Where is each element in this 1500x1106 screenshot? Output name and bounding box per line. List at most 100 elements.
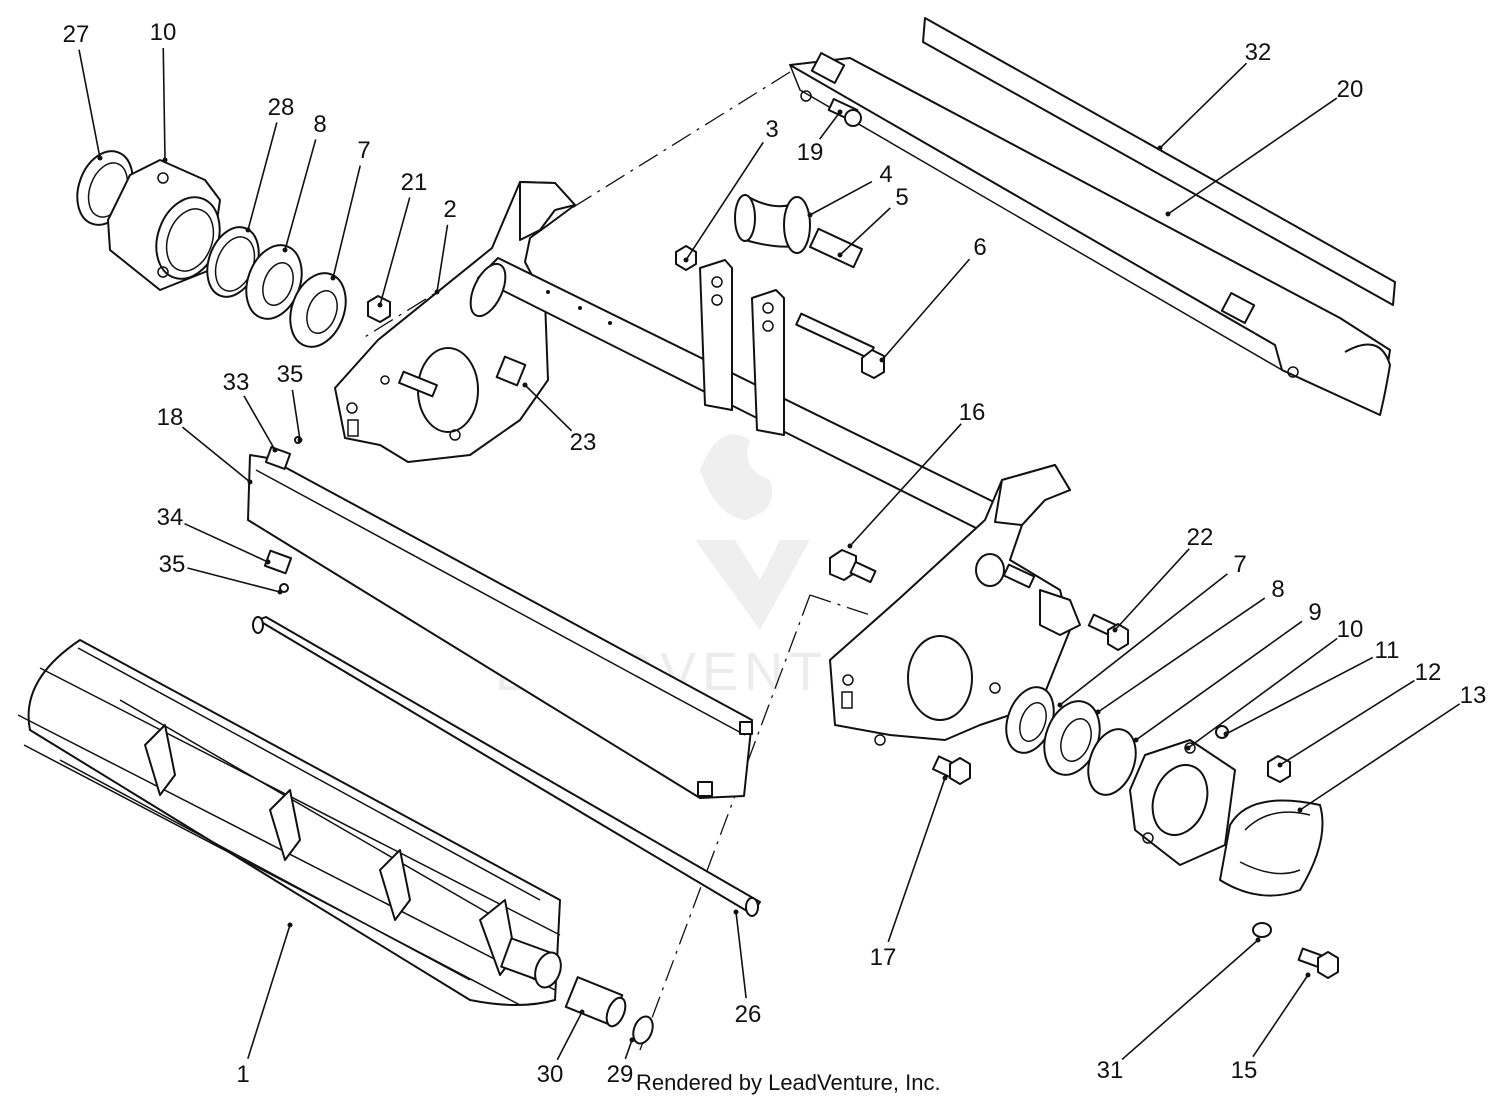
callout-number: 7 <box>1233 551 1246 578</box>
callout-26: 26 <box>733 909 762 1028</box>
callout-number: 29 <box>607 1061 634 1088</box>
leader-line <box>243 395 276 451</box>
callout-number: 8 <box>313 111 326 138</box>
callout-number: 28 <box>268 94 295 121</box>
part-7-seal-right <box>1005 686 1055 754</box>
leader-dot <box>272 447 278 453</box>
leader-line <box>1187 637 1338 749</box>
leader-dot <box>282 247 288 253</box>
leader-line <box>1159 62 1248 149</box>
callout-number: 9 <box>1308 599 1321 626</box>
callout-number: 31 <box>1097 1057 1124 1084</box>
leader-line <box>181 426 251 483</box>
callout-15: 15 <box>1231 972 1311 1084</box>
leader-dot <box>1305 972 1311 978</box>
callout-23: 23 <box>522 382 596 456</box>
height-brackets <box>699 259 785 436</box>
leader-line <box>1097 597 1266 713</box>
leader-line <box>291 389 301 441</box>
leader-dot <box>1112 627 1118 633</box>
callout-number: 34 <box>157 504 184 531</box>
callout-8: 8 <box>282 111 327 253</box>
part-2-left-side-plate <box>334 181 576 463</box>
callout-32: 32 <box>1157 39 1271 151</box>
leader-line <box>162 47 166 161</box>
leader-line <box>184 522 269 563</box>
leader-line <box>1059 573 1228 706</box>
leader-line <box>524 384 573 432</box>
leader-dot <box>579 1009 585 1015</box>
leader-dot <box>879 357 885 363</box>
leader-dot <box>629 1037 635 1043</box>
leader-line <box>1252 974 1309 1058</box>
leader-dot <box>1255 937 1261 943</box>
part-7-seal-left <box>289 272 347 348</box>
callout-number: 22 <box>1187 524 1214 551</box>
callout-number: 10 <box>1337 616 1364 643</box>
callout-number: 18 <box>157 404 184 431</box>
callout-number: 35 <box>277 361 304 388</box>
leader-line <box>379 197 411 306</box>
leader-line <box>1114 548 1190 631</box>
callout-30: 30 <box>537 1009 585 1088</box>
part-22-bolt <box>1087 613 1129 651</box>
leader-dot <box>97 155 103 161</box>
callout-number: 16 <box>959 399 986 426</box>
callout-35: 35 <box>277 361 304 443</box>
callout-12: 12 <box>1277 659 1442 768</box>
leader-dot <box>265 559 271 565</box>
leader-line <box>247 122 278 231</box>
callout-number: 6 <box>973 234 986 261</box>
part-32-bedbar-strip <box>922 17 1396 306</box>
part-9-ring <box>1087 728 1137 796</box>
leader-dot <box>245 227 251 233</box>
callout-5: 5 <box>837 184 909 258</box>
callout-number: 26 <box>735 1001 762 1028</box>
callout-number: 5 <box>895 184 908 211</box>
callout-number: 7 <box>357 137 370 164</box>
callout-8: 8 <box>1095 576 1285 715</box>
part-30-sleeve <box>564 976 627 1028</box>
rendered-by-credit: Rendered by LeadVenture, Inc. <box>636 1070 941 1095</box>
right-side-plate <box>829 464 1081 746</box>
leader-dot <box>1297 807 1303 813</box>
callout-10: 10 <box>1185 616 1364 751</box>
callout-number: 11 <box>1375 637 1400 664</box>
part-31-washer <box>1252 922 1272 938</box>
part-10-bearing-housing-right <box>1129 739 1236 866</box>
callout-number: 2 <box>443 196 456 223</box>
part-6-bolt <box>795 312 885 379</box>
callout-number: 19 <box>797 139 824 166</box>
callout-19: 19 <box>797 109 843 166</box>
callout-28: 28 <box>245 94 295 233</box>
leader-line <box>187 567 281 593</box>
callout-35: 35 <box>159 551 283 595</box>
leader-line <box>685 141 764 261</box>
leader-dot <box>1185 745 1191 751</box>
leader-dot <box>287 922 293 928</box>
leader-dot <box>942 775 948 781</box>
leader-line <box>247 924 291 1059</box>
part-29-retaining-ring <box>632 1015 654 1045</box>
part-1-reel <box>17 639 562 1006</box>
leader-dot <box>434 289 440 295</box>
leader-dot <box>162 157 168 163</box>
part-8-bearing-right <box>1043 700 1101 776</box>
callout-17: 17 <box>870 775 948 971</box>
leader-dot <box>837 109 843 115</box>
leader-line <box>735 911 747 999</box>
callout-22: 22 <box>1112 524 1214 633</box>
callout-number: 20 <box>1337 76 1364 103</box>
callout-number: 35 <box>159 551 186 578</box>
leader-dot <box>733 909 739 915</box>
callout-4: 4 <box>807 161 893 218</box>
callout-number: 12 <box>1415 659 1442 686</box>
leader-line <box>809 180 873 216</box>
callout-16: 16 <box>847 399 986 549</box>
leader-dot <box>807 212 813 218</box>
callout-10: 10 <box>150 19 176 163</box>
callout-2: 2 <box>434 196 457 295</box>
leader-line <box>284 139 317 251</box>
leader-dot <box>1057 702 1063 708</box>
leader-line <box>1225 656 1374 735</box>
